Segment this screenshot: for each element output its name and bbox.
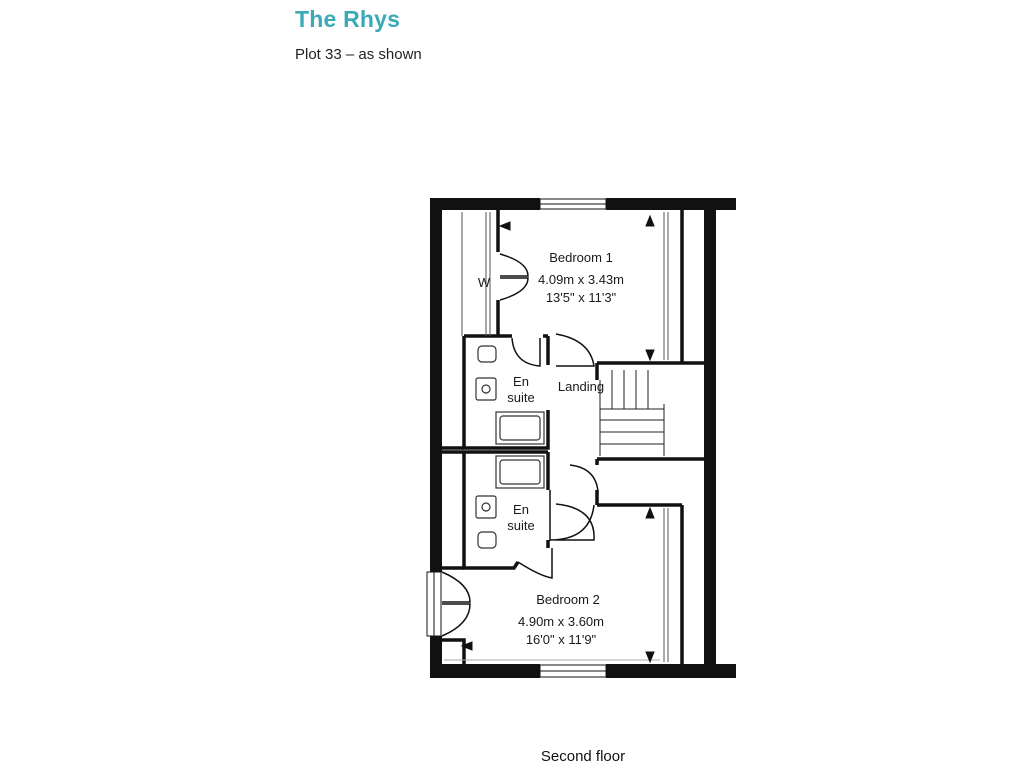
ensuite1-line1: En — [513, 374, 529, 389]
plot-subtitle: Plot 33 – as shown — [295, 46, 422, 63]
bedroom2-imperial: 16'0" x 11'9" — [526, 632, 597, 647]
landing-label: Landing — [558, 379, 604, 394]
bedroom2-metric: 4.90m x 3.60m — [518, 614, 604, 629]
ensuite2-line2: suite — [507, 518, 534, 533]
ensuite2-line1: En — [513, 502, 529, 517]
bedroom1-metric: 4.09m x 3.43m — [538, 272, 624, 287]
interior-walls — [442, 210, 704, 664]
bedroom1-name: Bedroom 1 — [549, 250, 613, 265]
stairs — [599, 370, 665, 456]
room-labels: Bedroom 1 4.09m x 3.43m 13'5" x 11'3" W … — [478, 250, 624, 647]
outer-walls — [430, 198, 736, 678]
windows — [426, 198, 607, 678]
wardrobe-lines — [444, 212, 669, 662]
floor-name: Second floor — [540, 748, 626, 765]
dimension-arrows — [460, 214, 655, 664]
bedroom2-name: Bedroom 2 — [536, 592, 600, 607]
door-swings — [441, 253, 599, 637]
bedroom1-imperial: 13'5" x 11'3" — [546, 290, 617, 305]
wardrobe-label: W — [478, 275, 491, 290]
ensuite1-line2: suite — [507, 390, 534, 405]
page-title: The Rhys — [295, 6, 401, 32]
sanitaryware — [475, 345, 545, 549]
